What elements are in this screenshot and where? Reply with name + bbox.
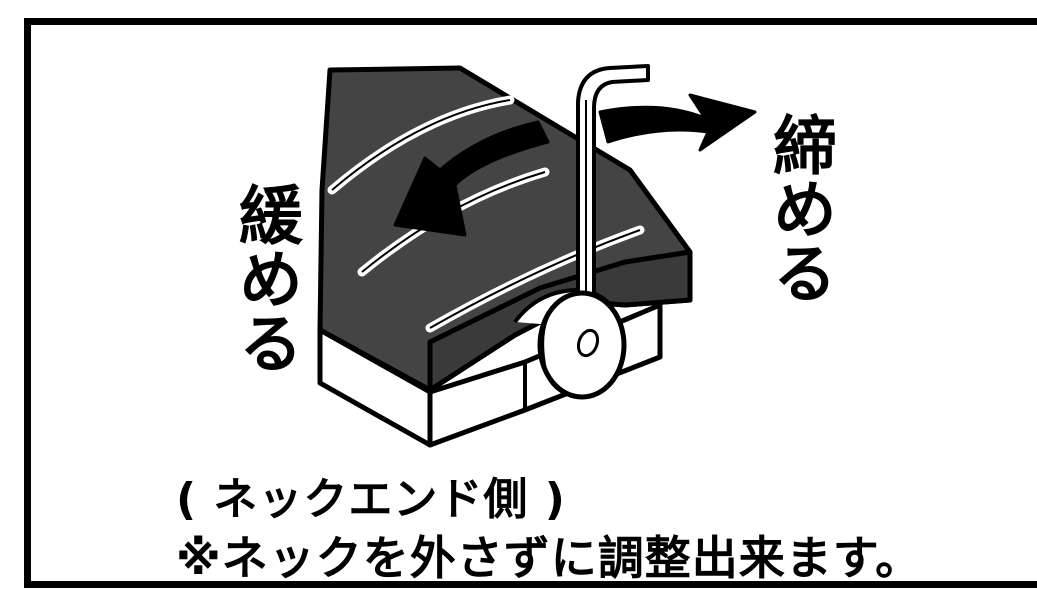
- hex-wrench-icon: [576, 64, 650, 297]
- neck-end-side-caption: ( ネックエンド側 ): [176, 474, 566, 525]
- diagram-frame: [24, 18, 1037, 588]
- adjustment-note-caption: ※ネックを外さずに調整出来ます。: [176, 531, 923, 585]
- arrow-left-icon: [393, 120, 550, 237]
- truss-rod-wheel-icon: [537, 290, 627, 400]
- arrow-right-icon: [598, 93, 757, 152]
- loosen-label: 緩める: [228, 182, 302, 374]
- tighten-label: 締める: [762, 112, 836, 304]
- fingerboard: [317, 65, 693, 393]
